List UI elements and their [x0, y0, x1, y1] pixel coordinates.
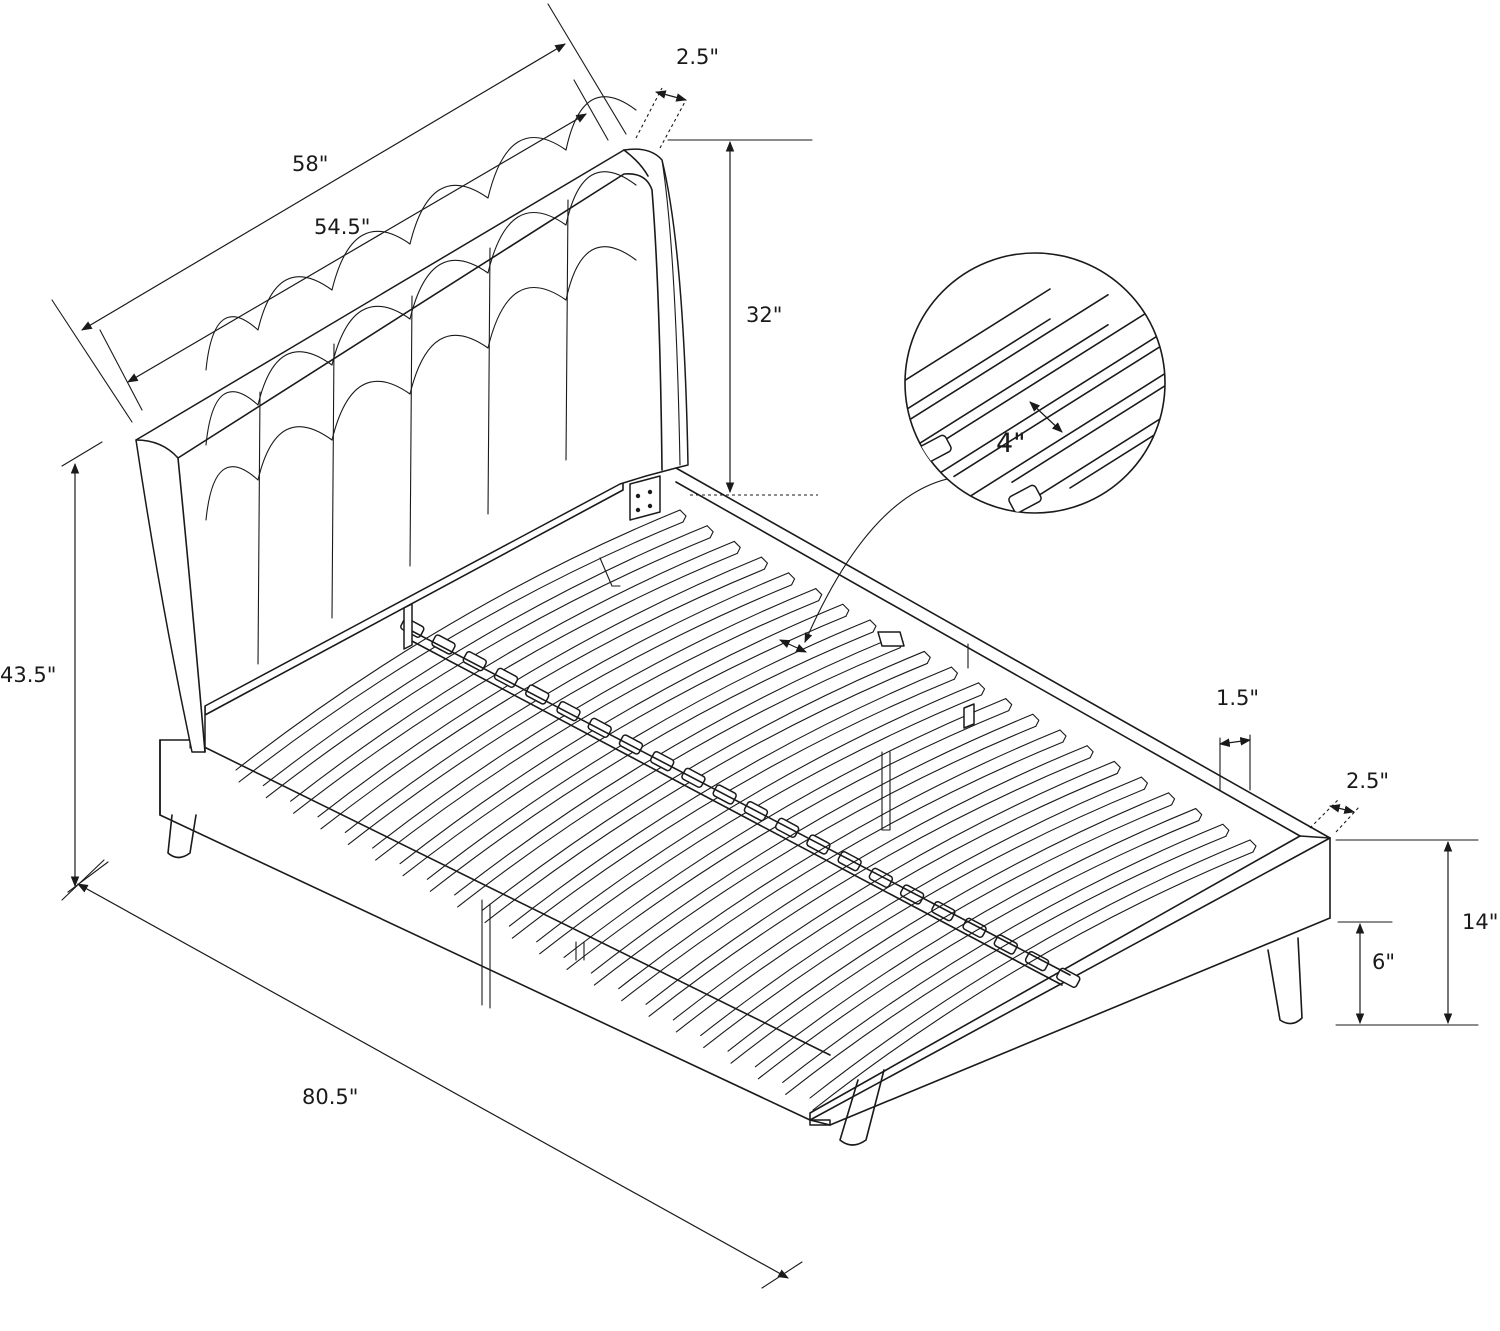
slat-holder	[431, 634, 456, 655]
label-overall-width: 58"	[292, 152, 328, 176]
dimension-lines	[51, 3, 1479, 1289]
slat-holder	[1056, 967, 1081, 988]
slat-group	[235, 509, 1257, 1111]
tuft-channel	[331, 343, 335, 619]
headboard-bracket	[629, 475, 661, 521]
tuft-channel	[257, 391, 261, 665]
slat	[290, 540, 741, 814]
slat-holder	[462, 650, 487, 672]
beam-bracket-right	[963, 703, 975, 729]
dimension-labels: 58" 54.5" 2.5" 32" 43.5" 4" 1.5" 2.5" 14…	[0, 45, 1498, 1109]
label-headboard-height: 32"	[746, 303, 782, 327]
label-footboard-thickness: 2.5"	[1346, 769, 1389, 793]
slat	[809, 839, 1257, 1111]
label-headboard-thickness: 2.5"	[676, 45, 719, 69]
headboard	[135, 96, 689, 753]
label-footboard-height: 14"	[1462, 910, 1498, 934]
beam-bracket-left	[403, 603, 413, 650]
label-slat-spacing: 4"	[996, 428, 1026, 459]
slat-spacing-detail-callout	[904, 252, 1166, 514]
label-rail-thickness: 1.5"	[1216, 686, 1259, 710]
label-clearance: 6"	[1372, 950, 1395, 974]
beam-end-cap	[877, 631, 905, 647]
slat	[262, 525, 714, 799]
label-total-height: 43.5"	[0, 663, 56, 687]
center-support-beam	[403, 603, 1071, 986]
slat-holder	[1024, 950, 1050, 972]
label-inner-width: 54.5"	[314, 215, 370, 239]
slat	[754, 808, 1203, 1080]
label-overall-length: 80.5"	[302, 1085, 358, 1109]
